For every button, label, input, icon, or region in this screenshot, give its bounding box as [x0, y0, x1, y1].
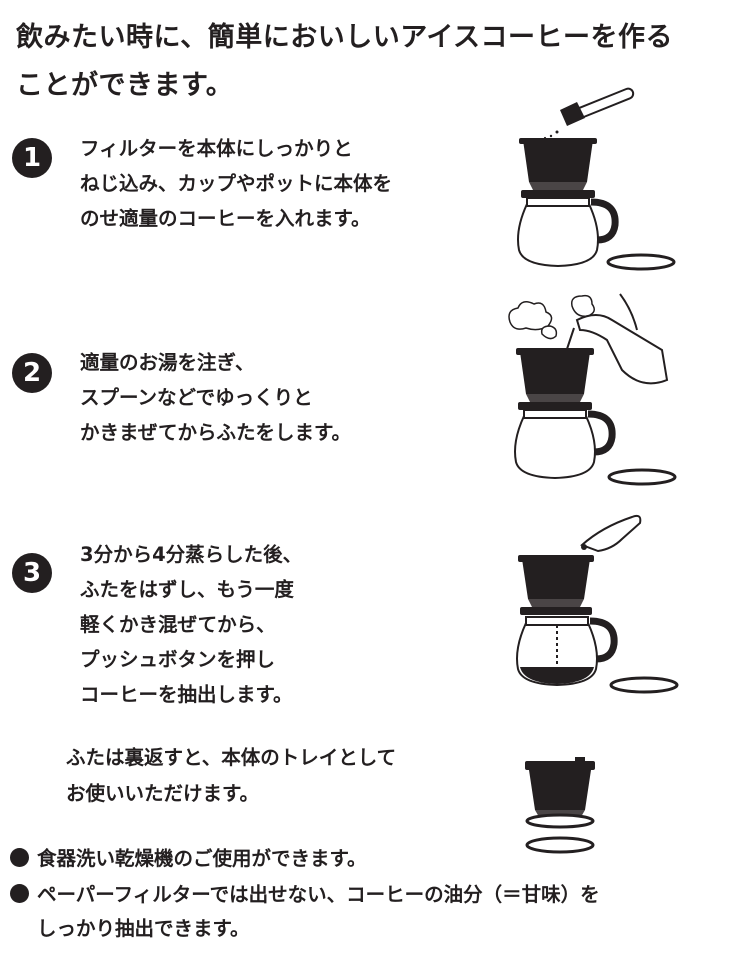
page-heading: 飲みたい時に、簡単においしいアイスコーヒーを作る ことができます。 — [16, 14, 741, 110]
step-3-line-3: 軽くかき混ぜてから、 — [80, 613, 276, 636]
step-2-line-1: 適量のお湯を注ぎ、 — [80, 351, 255, 374]
step-2-line-3: かきまぜてからふたをします。 — [80, 421, 352, 444]
step-3-text: 3分から4分蒸らした後、 ふたをはずし、もう一度 軽くかき混ぜてから、 プッシュ… — [80, 537, 302, 712]
bullet-oil-extraction: ペーパーフィルターでは出せない、コーヒーの油分（＝甘味）を しっかり抽出できます… — [10, 878, 600, 946]
dripper-on-lid-tray-icon — [525, 757, 595, 854]
step-2-line-2: スプーンなどでゆっくりと — [80, 386, 313, 409]
bullet-dishwasher: 食器洗い乾燥機のご使用ができます。 — [10, 842, 367, 876]
bullet-dot — [10, 848, 29, 867]
step-3-number: 3 — [12, 553, 52, 593]
bullet-2-line-2: しっかり抽出できます。 — [37, 917, 250, 940]
step-3-line-1: 3分から4分蒸らした後、 — [80, 543, 303, 566]
bullet-dot — [10, 884, 29, 903]
coffee-dripper-with-scoop-icon — [517, 87, 676, 271]
bullet-1-line-1: 食器洗い乾燥機のご使用ができます。 — [37, 847, 367, 870]
step-3-line-2: ふたをはずし、もう一度 — [80, 578, 294, 601]
step-1-number: 1 — [12, 138, 52, 178]
step-2-number: 2 — [12, 353, 52, 393]
note-line-2: お使いいただけます。 — [66, 782, 260, 805]
heading-line-1: 飲みたい時に、簡単においしいアイスコーヒーを作る — [16, 22, 674, 53]
lid-tray-note: ふたは裏返すと、本体のトレイとして お使いいただけます。 — [66, 740, 396, 812]
step-2-text: 適量のお湯を注ぎ、 スプーンなどでゆっくりと かきまぜてからふたをします。 — [80, 345, 351, 450]
step-1-line-1: フィルターを本体にしっかりと — [80, 137, 353, 160]
note-line-1: ふたは裏返すと、本体のトレイとして — [66, 746, 397, 769]
step-1-line-2: ねじ込み、カップやポットに本体を — [80, 172, 393, 195]
bullet-2-line-1: ペーパーフィルターでは出せない、コーヒーの油分（＝甘味）を — [37, 883, 600, 906]
coffee-dripper-with-kettle-icon — [508, 293, 677, 486]
step-3-line-4: プッシュボタンを押し — [80, 648, 276, 671]
coffee-dripper-press-button-icon — [516, 514, 679, 694]
heading-line-2: ことができます。 — [16, 70, 234, 101]
step-1-text: フィルターを本体にしっかりと ねじ込み、カップやポットに本体を のせ適量のコーヒ… — [80, 131, 392, 236]
step-3-line-5: コーヒーを抽出します。 — [80, 683, 293, 706]
step-1-line-3: のせ適量のコーヒーを入れます。 — [80, 207, 371, 230]
